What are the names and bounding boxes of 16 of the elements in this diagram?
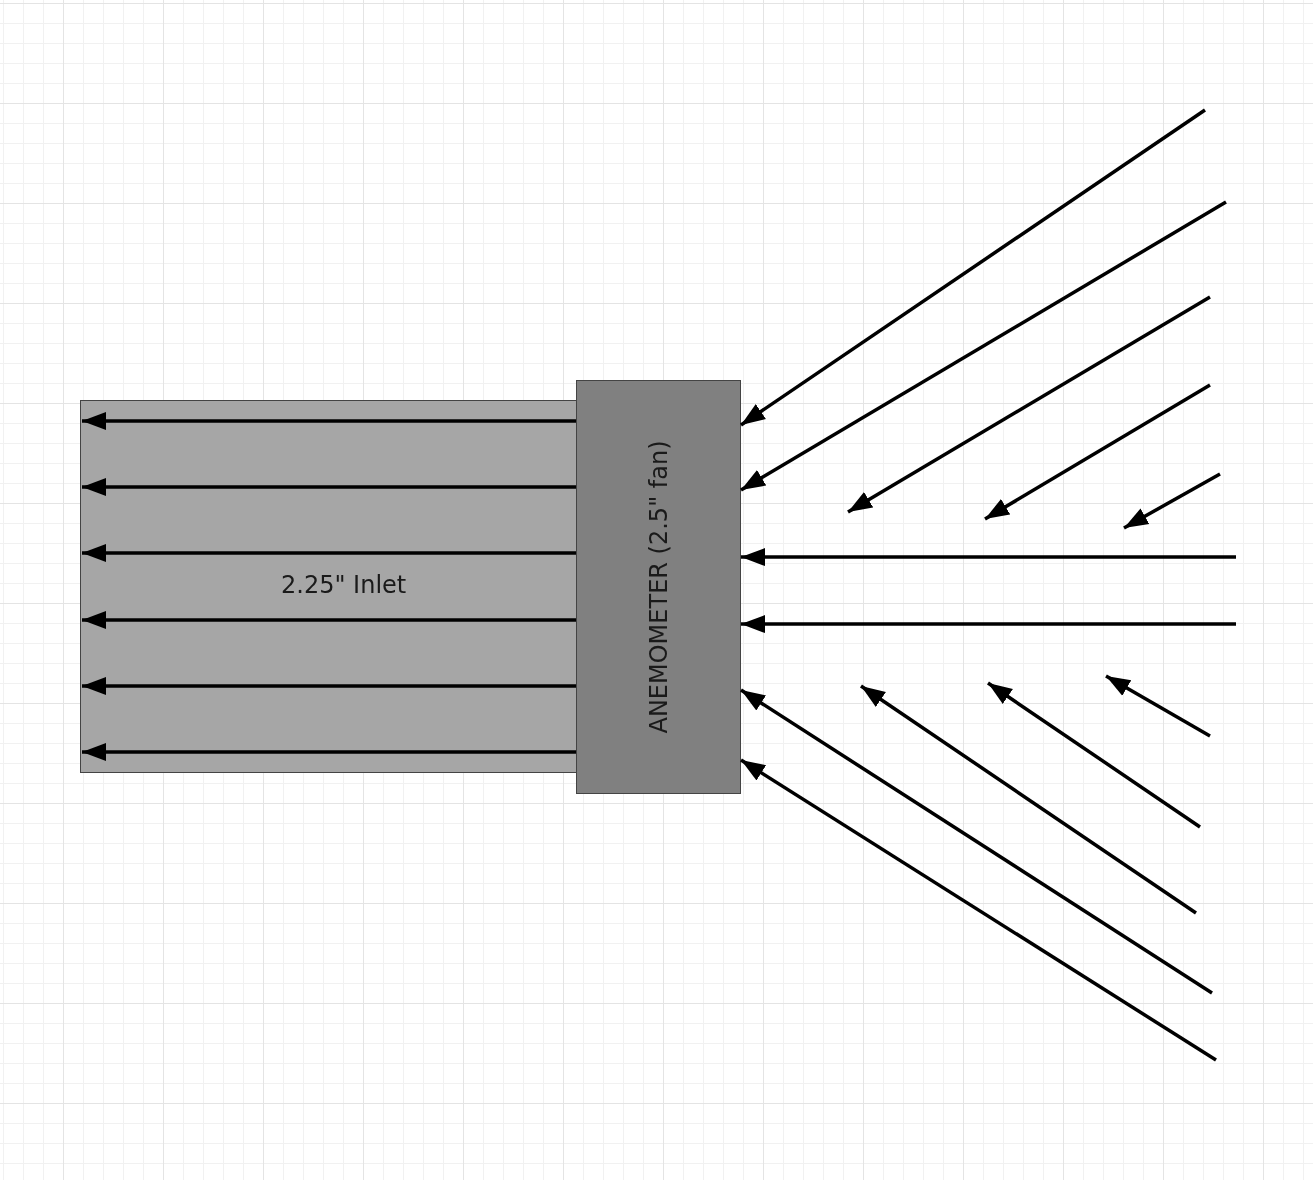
arrow [82, 677, 576, 695]
arrow [740, 200, 1227, 492]
arrow [741, 615, 1236, 633]
arrow [82, 743, 576, 761]
arrow [82, 412, 576, 430]
node-label: ANEMOMETER (2.5" fan) [644, 440, 673, 734]
arrow [740, 758, 1217, 1062]
arrow [741, 548, 1236, 566]
node-label: 2.25" Inlet [281, 571, 407, 599]
anemometer-box [576, 380, 741, 794]
arrow [740, 108, 1206, 427]
inlet-pipe-box [80, 400, 577, 773]
arrow [82, 478, 576, 496]
arrow [82, 544, 576, 562]
arrow [740, 688, 1213, 995]
arrow [82, 611, 576, 629]
